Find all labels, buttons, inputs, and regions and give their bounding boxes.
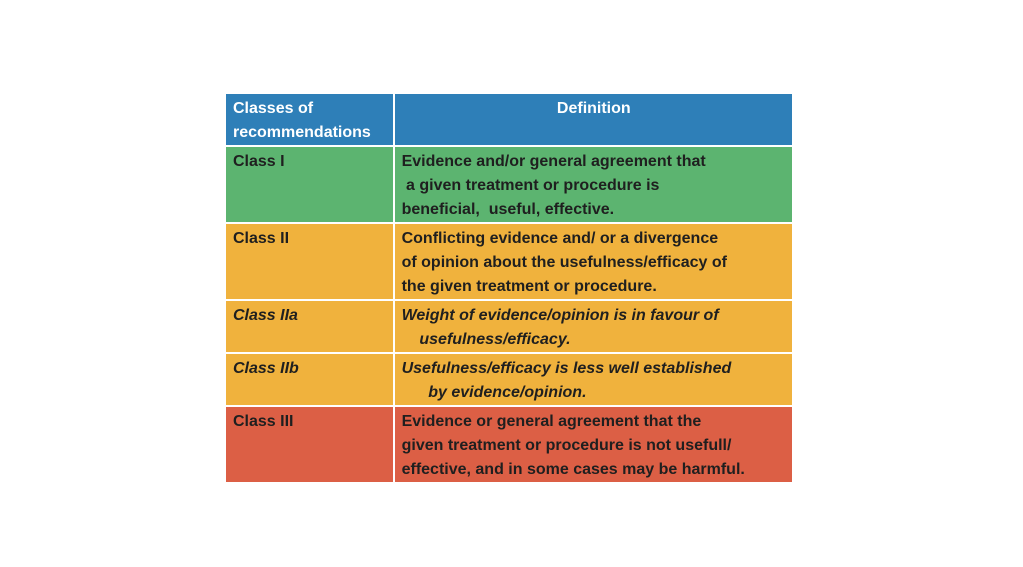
- class-iii-label: Class III: [226, 407, 395, 482]
- table-row-class-i: Class I Evidence and/or general agreemen…: [226, 147, 792, 224]
- table-header-row: Classes of recommendations Definition: [226, 94, 792, 147]
- class-i-definition: Evidence and/or general agreement that a…: [394, 147, 792, 224]
- recommendation-classes-table: Classes of recommendations Definition Cl…: [226, 94, 792, 482]
- header-cell-definition: Definition: [394, 94, 792, 147]
- table-row-class-iii: Class III Evidence or general agreement …: [226, 407, 792, 482]
- class-iib-definition: Usefulness/efficacy is less well establi…: [394, 354, 792, 407]
- header-cell-classes: Classes of recommendations: [226, 94, 395, 147]
- class-iii-definition: Evidence or general agreement that the g…: [394, 407, 792, 482]
- table-row-class-iia: Class IIa Weight of evidence/opinion is …: [226, 301, 792, 354]
- class-ii-label: Class II: [226, 224, 395, 301]
- class-i-label: Class I: [226, 147, 395, 224]
- class-iia-definition: Weight of evidence/opinion is in favour …: [394, 301, 792, 354]
- table-row-class-ii: Class II Conflicting evidence and/ or a …: [226, 224, 792, 301]
- class-iib-label: Class IIb: [226, 354, 395, 407]
- class-ii-definition: Conflicting evidence and/ or a divergenc…: [394, 224, 792, 301]
- table-row-class-iib: Class IIb Usefulness/efficacy is less we…: [226, 354, 792, 407]
- class-iia-label: Class IIa: [226, 301, 395, 354]
